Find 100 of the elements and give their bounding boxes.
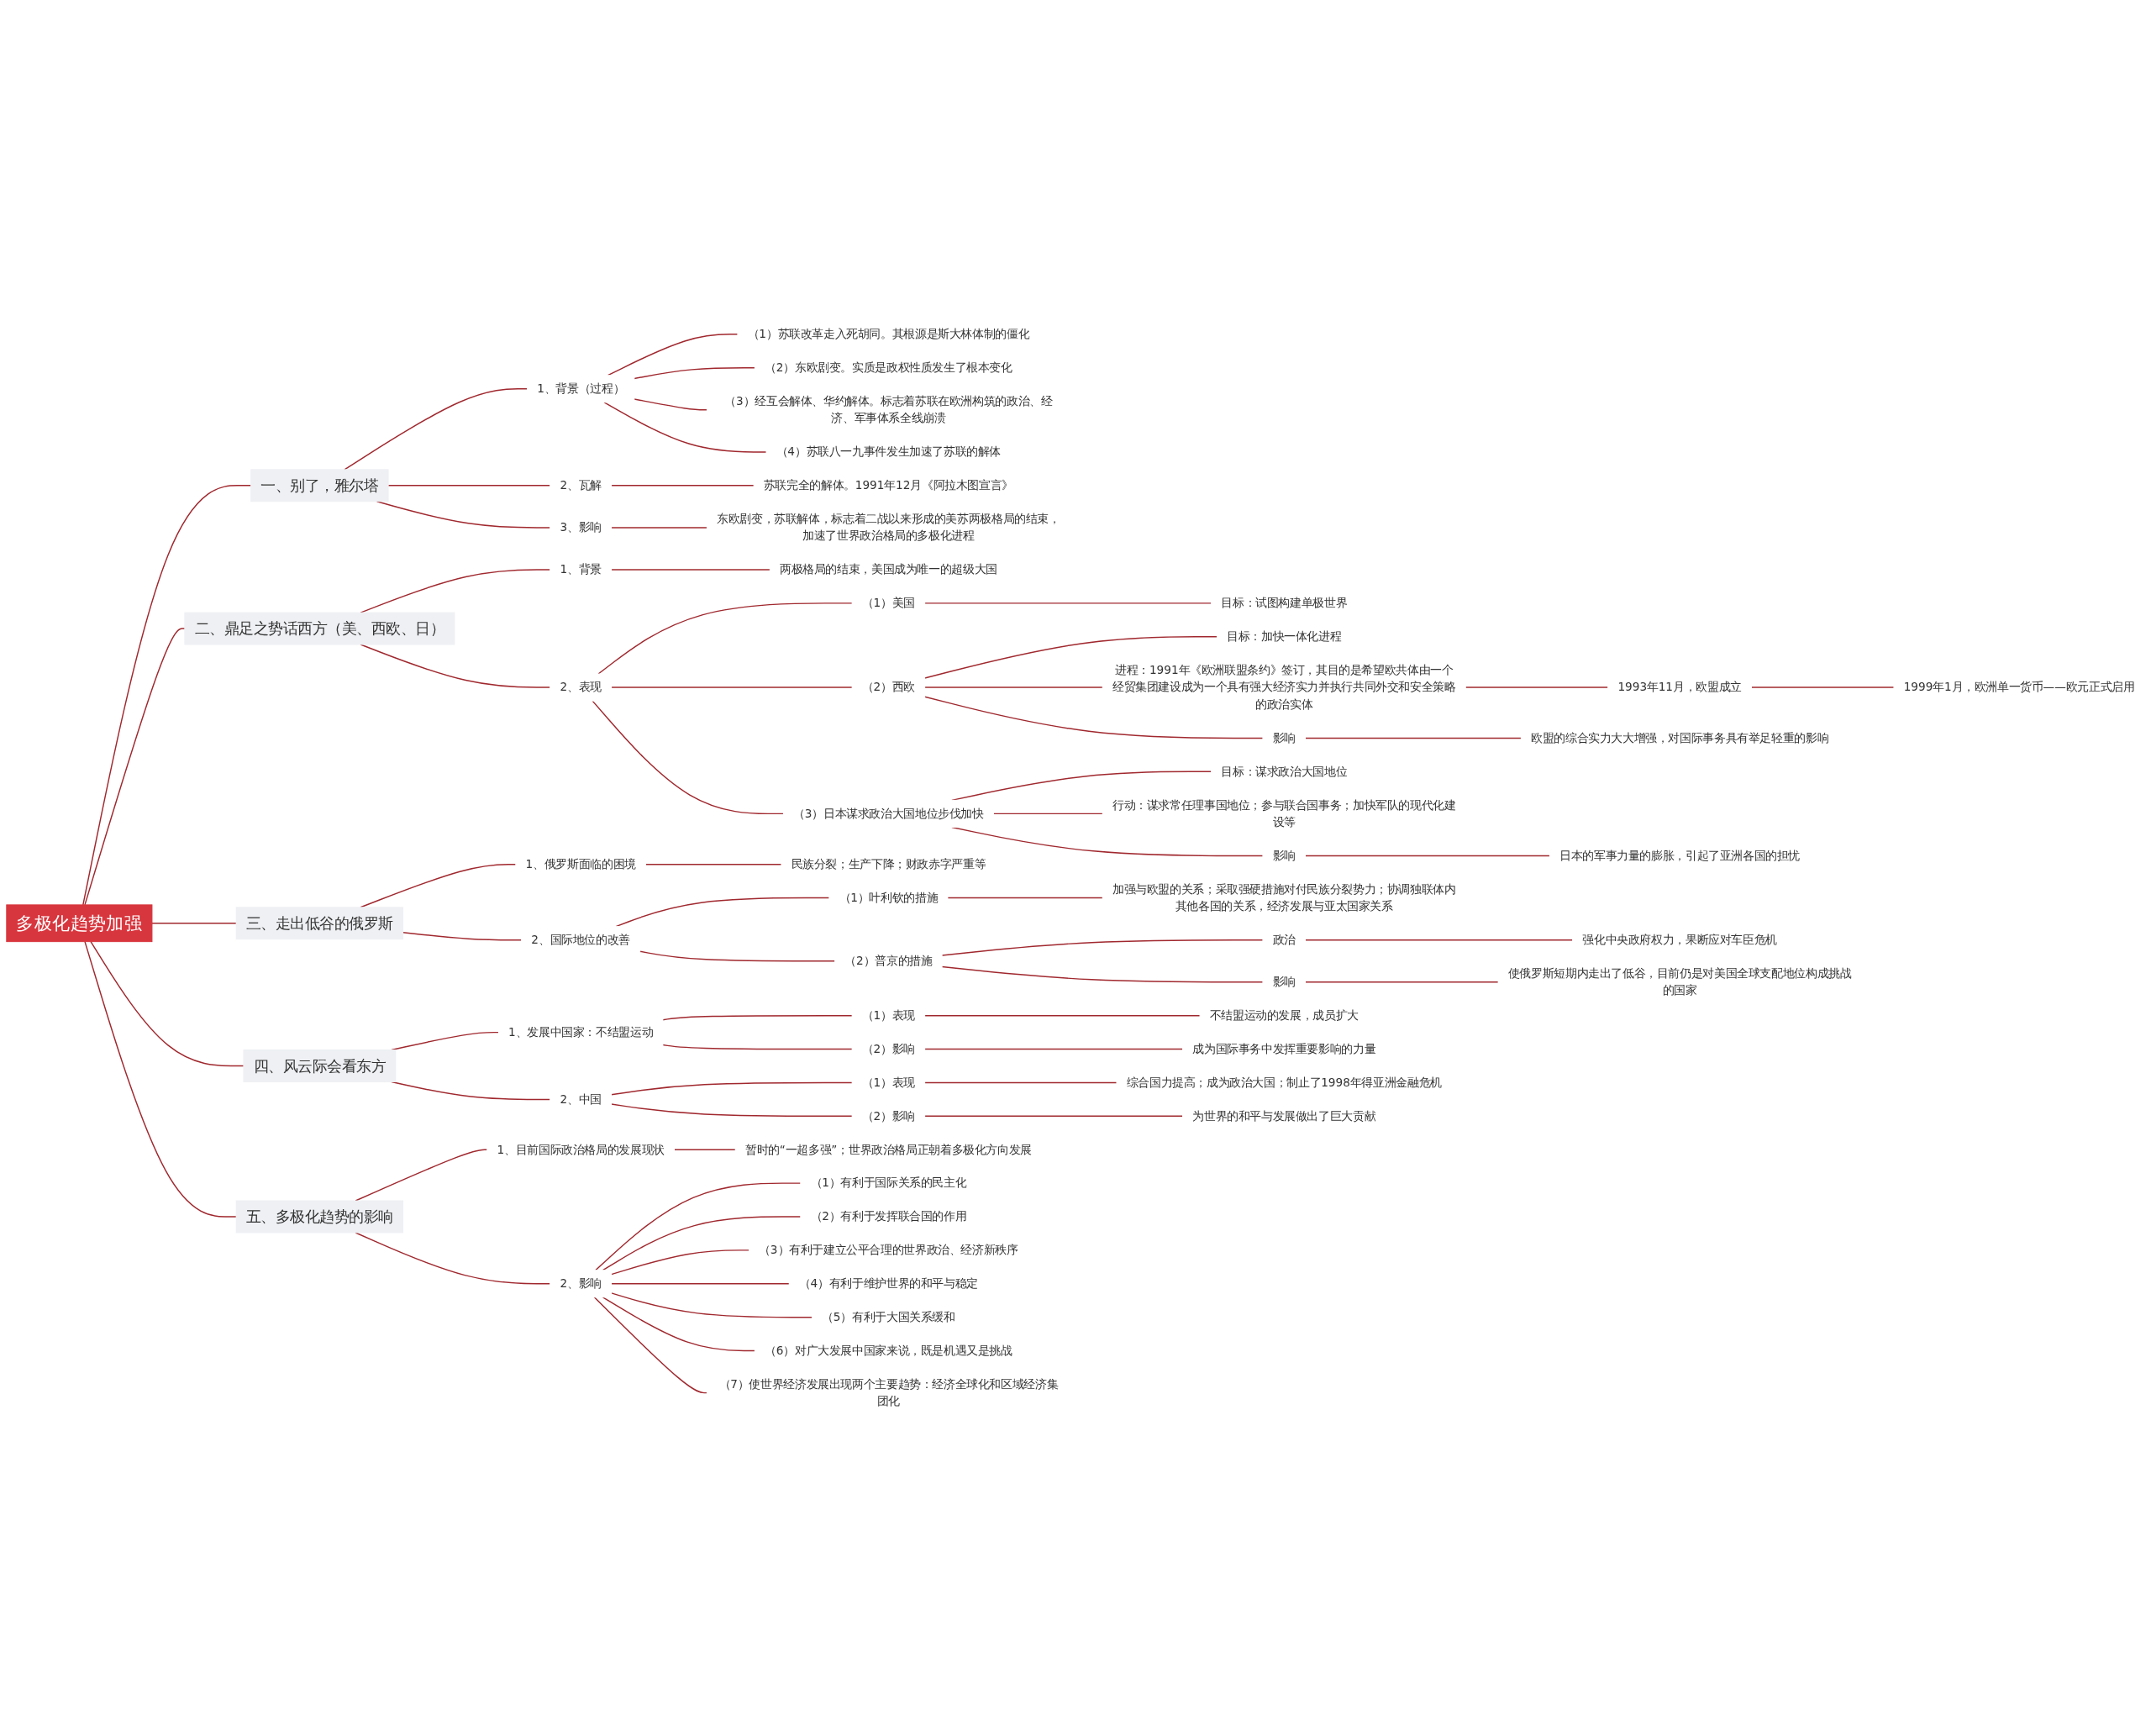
node-text: 苏联完全的解体。1991年12月《阿拉木图宣言》 bbox=[763, 478, 1013, 492]
connector bbox=[941, 965, 1264, 983]
connector bbox=[662, 1044, 853, 1050]
node-text: 目标：谋求政治大国地位 bbox=[1221, 765, 1348, 778]
node-box: 多极化趋势加强 bbox=[6, 904, 153, 943]
connector bbox=[1304, 981, 1499, 983]
connector bbox=[992, 813, 1103, 815]
node-text: 1、发展中国家：不结盟运动 bbox=[508, 1025, 654, 1039]
connector bbox=[615, 897, 830, 928]
node-text: （2）有利于发挥联合国的作用 bbox=[810, 1209, 967, 1223]
connector bbox=[634, 367, 756, 380]
connector bbox=[595, 1182, 802, 1271]
node-text: （3）日本谋求政治大国地位步伐加快 bbox=[793, 807, 984, 820]
node-text: （1）美国 bbox=[861, 596, 915, 610]
node-text: （2）东欧剧变。实质是政权性质发生了根本变化 bbox=[765, 360, 1012, 375]
node-text: 影响 bbox=[1272, 731, 1296, 744]
connector bbox=[90, 941, 245, 1067]
node-text: （5）有利于大国关系缓和 bbox=[822, 1310, 955, 1324]
node-text: 暂时的“一超多强”；世界政治格局正朝着多极化方向发展 bbox=[744, 1143, 1032, 1156]
node-text: 1993年11月，欧盟成立 bbox=[1617, 680, 1742, 694]
connector bbox=[947, 897, 1103, 899]
node-text: 1、背景 bbox=[560, 562, 602, 576]
connector bbox=[360, 569, 551, 613]
node-text: 目标：试图构建单极世界 bbox=[1221, 596, 1348, 610]
connector bbox=[1304, 737, 1523, 739]
connector bbox=[376, 501, 551, 529]
node-text: （4）苏联八一九事件发生加速了苏联的解体 bbox=[776, 445, 1002, 459]
node-text: 2、瓦解 bbox=[560, 478, 602, 492]
node-text: 2、表现 bbox=[560, 680, 602, 694]
node-text: 影响 bbox=[1272, 849, 1296, 862]
connector bbox=[644, 864, 782, 865]
connector bbox=[941, 939, 1264, 956]
node-box: 一、别了，雅尔塔 bbox=[250, 469, 389, 502]
connector bbox=[344, 388, 529, 471]
connector bbox=[634, 398, 708, 411]
connector bbox=[1750, 687, 1895, 688]
connector bbox=[82, 485, 252, 906]
connector bbox=[402, 932, 523, 941]
connector bbox=[387, 485, 551, 487]
node-text: 政治 bbox=[1272, 933, 1296, 947]
node-box: 二、鼎足之势话西方（美、西欧、日） bbox=[184, 612, 455, 645]
node-text: （6）对广大发展中国家来说，既是机遇又是挑战 bbox=[765, 1344, 1012, 1357]
node-text: （1）表现 bbox=[861, 1076, 915, 1089]
connector bbox=[923, 1015, 1201, 1017]
node-text: （2）普京的措施 bbox=[844, 954, 933, 968]
connector bbox=[84, 628, 186, 906]
node-text: 影响 bbox=[1272, 975, 1296, 989]
node-text: 日本的军事力量的膨胀，引起了亚洲各国的担忧 bbox=[1559, 849, 1801, 862]
node-text: 进程：1991年《欧洲联盟条约》签订，其目的是希望欧共体由一个经贸集团建设成为一个具有强大经济实力并执行共同外交和安全策略的政治实体 bbox=[1112, 663, 1456, 711]
node-text: （2）影响 bbox=[861, 1042, 915, 1056]
connector bbox=[639, 950, 836, 962]
node-text: 加强与欧盟的关系；采取强硬措施对付民族分裂势力；协调独联体内其他各国的关系，经济发展与亚太国家关系 bbox=[1112, 882, 1456, 913]
node-text: 成为国际事务中发挥重要影响的力量 bbox=[1192, 1042, 1376, 1056]
connector bbox=[610, 485, 755, 487]
connector bbox=[610, 687, 853, 688]
connector bbox=[1304, 939, 1574, 941]
connector bbox=[610, 1081, 853, 1096]
connector bbox=[610, 527, 708, 529]
node-text: 东欧剧变，苏联解体，标志着二战以来形成的美苏两极格局的结束，加速了世界政治格局的多极化进程 bbox=[717, 512, 1060, 543]
connector bbox=[610, 1292, 813, 1318]
node-text: （7）使世界经济发展出现两个主要趋势：经济全球化和区域经济集团化 bbox=[718, 1377, 1059, 1408]
node-text: 1、背景（过程） bbox=[537, 381, 625, 396]
node-text: （1）有利于国际关系的民主化 bbox=[810, 1176, 967, 1190]
node-text: 欧盟的综合实力大大增强，对国际事务具有举足轻重的影响 bbox=[1531, 731, 1829, 744]
node-text: （2）影响 bbox=[861, 1109, 915, 1123]
connector bbox=[923, 1081, 1118, 1084]
node-text: 行动：谋求常任理事国地位；参与联合国事务；加快军队的现代化建设等 bbox=[1112, 798, 1456, 829]
node-text: （3）有利于建立公平合理的世界政治、经济新秩序 bbox=[759, 1243, 1018, 1257]
connector bbox=[673, 1149, 736, 1151]
node-text: 不结盟运动的发展，成员扩大 bbox=[1209, 1008, 1359, 1023]
connector bbox=[662, 1015, 853, 1021]
node-text: （2）西欧 bbox=[861, 680, 915, 694]
node-text: 强化中央政府权力，果断应对车臣危机 bbox=[1582, 933, 1777, 947]
node-text: （4）有利于维护世界的和平与稳定 bbox=[798, 1276, 978, 1291]
node-box: 五、多极化趋势的影响 bbox=[235, 1200, 404, 1234]
connector bbox=[923, 1049, 1184, 1050]
node-text: （1）叶利钦的措施 bbox=[839, 891, 939, 905]
connector bbox=[593, 1297, 708, 1394]
node-text: 2、中国 bbox=[560, 1092, 602, 1106]
connector bbox=[84, 941, 237, 1218]
connector bbox=[923, 602, 1212, 604]
connector bbox=[923, 696, 1264, 739]
node-text: （3）经互会解体、华约解体。标志着苏联在欧洲构筑的政治、经济、军事体系全线崩溃 bbox=[724, 394, 1053, 425]
connector bbox=[923, 1115, 1184, 1118]
connector bbox=[610, 1283, 790, 1285]
node-text: 目标：加快一体化进程 bbox=[1227, 629, 1342, 644]
node-text: 为世界的和平与发展做出了巨大贡献 bbox=[1192, 1109, 1376, 1123]
connector bbox=[607, 334, 739, 376]
node-box: 三、走出低谷的俄罗斯 bbox=[235, 907, 404, 940]
node-text: 1、俄罗斯面临的困境 bbox=[525, 857, 636, 871]
connector bbox=[602, 1297, 756, 1352]
connector bbox=[923, 687, 1103, 688]
node-box: 四、风云际会看东方 bbox=[243, 1049, 397, 1083]
node-text: 3、影响 bbox=[560, 520, 602, 534]
node-text: 两极格局的结束，美国成为唯一的超级大国 bbox=[780, 562, 997, 576]
connector bbox=[360, 864, 517, 908]
connector bbox=[1465, 687, 1609, 688]
node-text: 1999年1月，欧洲单一货币——欧元正式启用 bbox=[1903, 680, 2135, 694]
connector bbox=[923, 636, 1218, 679]
connector bbox=[597, 602, 853, 675]
